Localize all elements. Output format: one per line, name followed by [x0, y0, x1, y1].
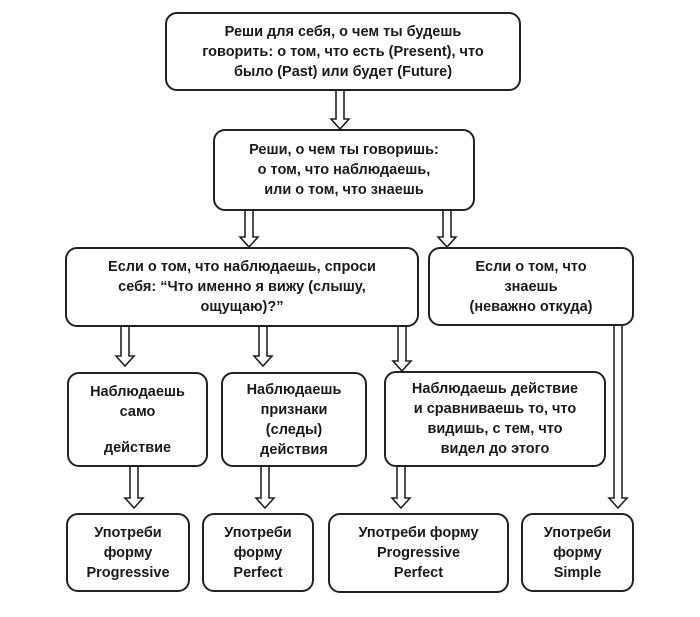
decide-line-2-pre: о том, что [257, 162, 334, 178]
arrow-know-to-simple [607, 324, 629, 510]
top-line-1: Реши для себя, о чем ты будешь [224, 23, 462, 40]
observe-line-1: Если о том, что наблюдаешь, спроси [108, 257, 376, 277]
decide-topic-box: Реши, о чем ты говоришь: о том, что набл… [213, 129, 475, 211]
progressive-perfect-line-1: Употреби форму [358, 525, 479, 541]
arrow-observe-to-action [114, 325, 136, 368]
compare-line-4: видел до этого [440, 441, 550, 457]
top-line-3: было (Past) или будет (Future) [233, 63, 453, 80]
arrow-compare-to-progressive-perfect [390, 465, 412, 510]
perfect-line-1: Употреби [224, 524, 292, 541]
arrow-observe-to-traces [252, 325, 274, 368]
decide-observe-word: наблюдаешь [333, 162, 427, 178]
decide-line-1: Реши, о чем ты говоришь: [249, 142, 439, 158]
action-line-1: Наблюдаешь [90, 383, 185, 400]
traces-line-4: действия [260, 441, 328, 458]
observe-action-box: Наблюдаешь само действие [67, 372, 208, 467]
traces-line-3: (следы) [265, 421, 323, 438]
arrow-top-to-decide [329, 89, 351, 131]
progressive-form: Progressive [86, 564, 170, 581]
observe-line-2: себя: “Что именно я вижу (слышу, [118, 279, 366, 295]
observe-line-3: ощущаю)?” [200, 299, 284, 315]
know-line-1: Если о том, что [475, 258, 587, 275]
perfect-form: Perfect [233, 564, 283, 581]
arrow-observe-to-compare [391, 325, 413, 373]
know-bold-word: знаешь [504, 278, 558, 295]
arrow-decide-to-observe [238, 209, 260, 249]
observe-compare-box: Наблюдаешь действие и сравниваешь то, чт… [384, 371, 606, 467]
top-line-2: говорить: о том, что есть (Present), что [202, 43, 484, 60]
arrow-action-to-progressive [123, 465, 145, 510]
compare-line-1: Наблюдаешь действие [411, 381, 579, 397]
observe-traces-box: Наблюдаешь признаки (следы) действия [221, 372, 367, 467]
observe-line-1-post: , спроси [316, 259, 376, 275]
observe-box: Если о том, что наблюдаешь, спроси себя:… [65, 247, 419, 327]
observe-line-1-pre: Если о том, что [108, 259, 224, 275]
action-line-2: само [119, 403, 156, 420]
progressive-line-2: форму [103, 544, 153, 561]
action-line-3: действие [103, 439, 172, 456]
simple-line-1: Употреби [543, 524, 612, 541]
decide-tense-box: Реши для себя, о чем ты будешь говорить:… [165, 12, 521, 91]
perfect-line-2: форму [233, 544, 283, 561]
simple-form: Simple [553, 564, 602, 581]
observe-bold-word: наблюдаешь [223, 259, 317, 275]
use-simple-box: Употреби форму Simple [521, 513, 634, 592]
use-progressive-perfect-box: Употреби форму Progressive Perfect [328, 513, 509, 593]
traces-line-2: признаки [260, 401, 328, 418]
compare-line-3: видишь, с тем, что [427, 421, 563, 437]
use-perfect-box: Употреби форму Perfect [202, 513, 314, 592]
use-progressive-box: Употреби форму Progressive [66, 513, 190, 592]
know-line-3: (неважно откуда) [469, 298, 593, 315]
traces-line-1: Наблюдаешь [246, 381, 342, 398]
arrow-decide-to-know [436, 209, 458, 249]
arrow-traces-to-perfect [254, 465, 276, 510]
decide-line-2: о том, что наблюдаешь, [258, 160, 431, 180]
compare-line-2: и сравниваешь то, что [413, 401, 577, 417]
know-box: Если о том, что знаешь (неважно откуда) [428, 247, 634, 326]
decide-line-2-post: , [426, 162, 431, 178]
simple-line-2: форму [553, 544, 602, 561]
progressive-perfect-form-1: Progressive [376, 545, 461, 561]
decide-line-3: или о том, что знаешь [264, 182, 424, 198]
progressive-perfect-form-2: Perfect [393, 565, 444, 581]
progressive-line-1: Употреби [94, 524, 162, 541]
